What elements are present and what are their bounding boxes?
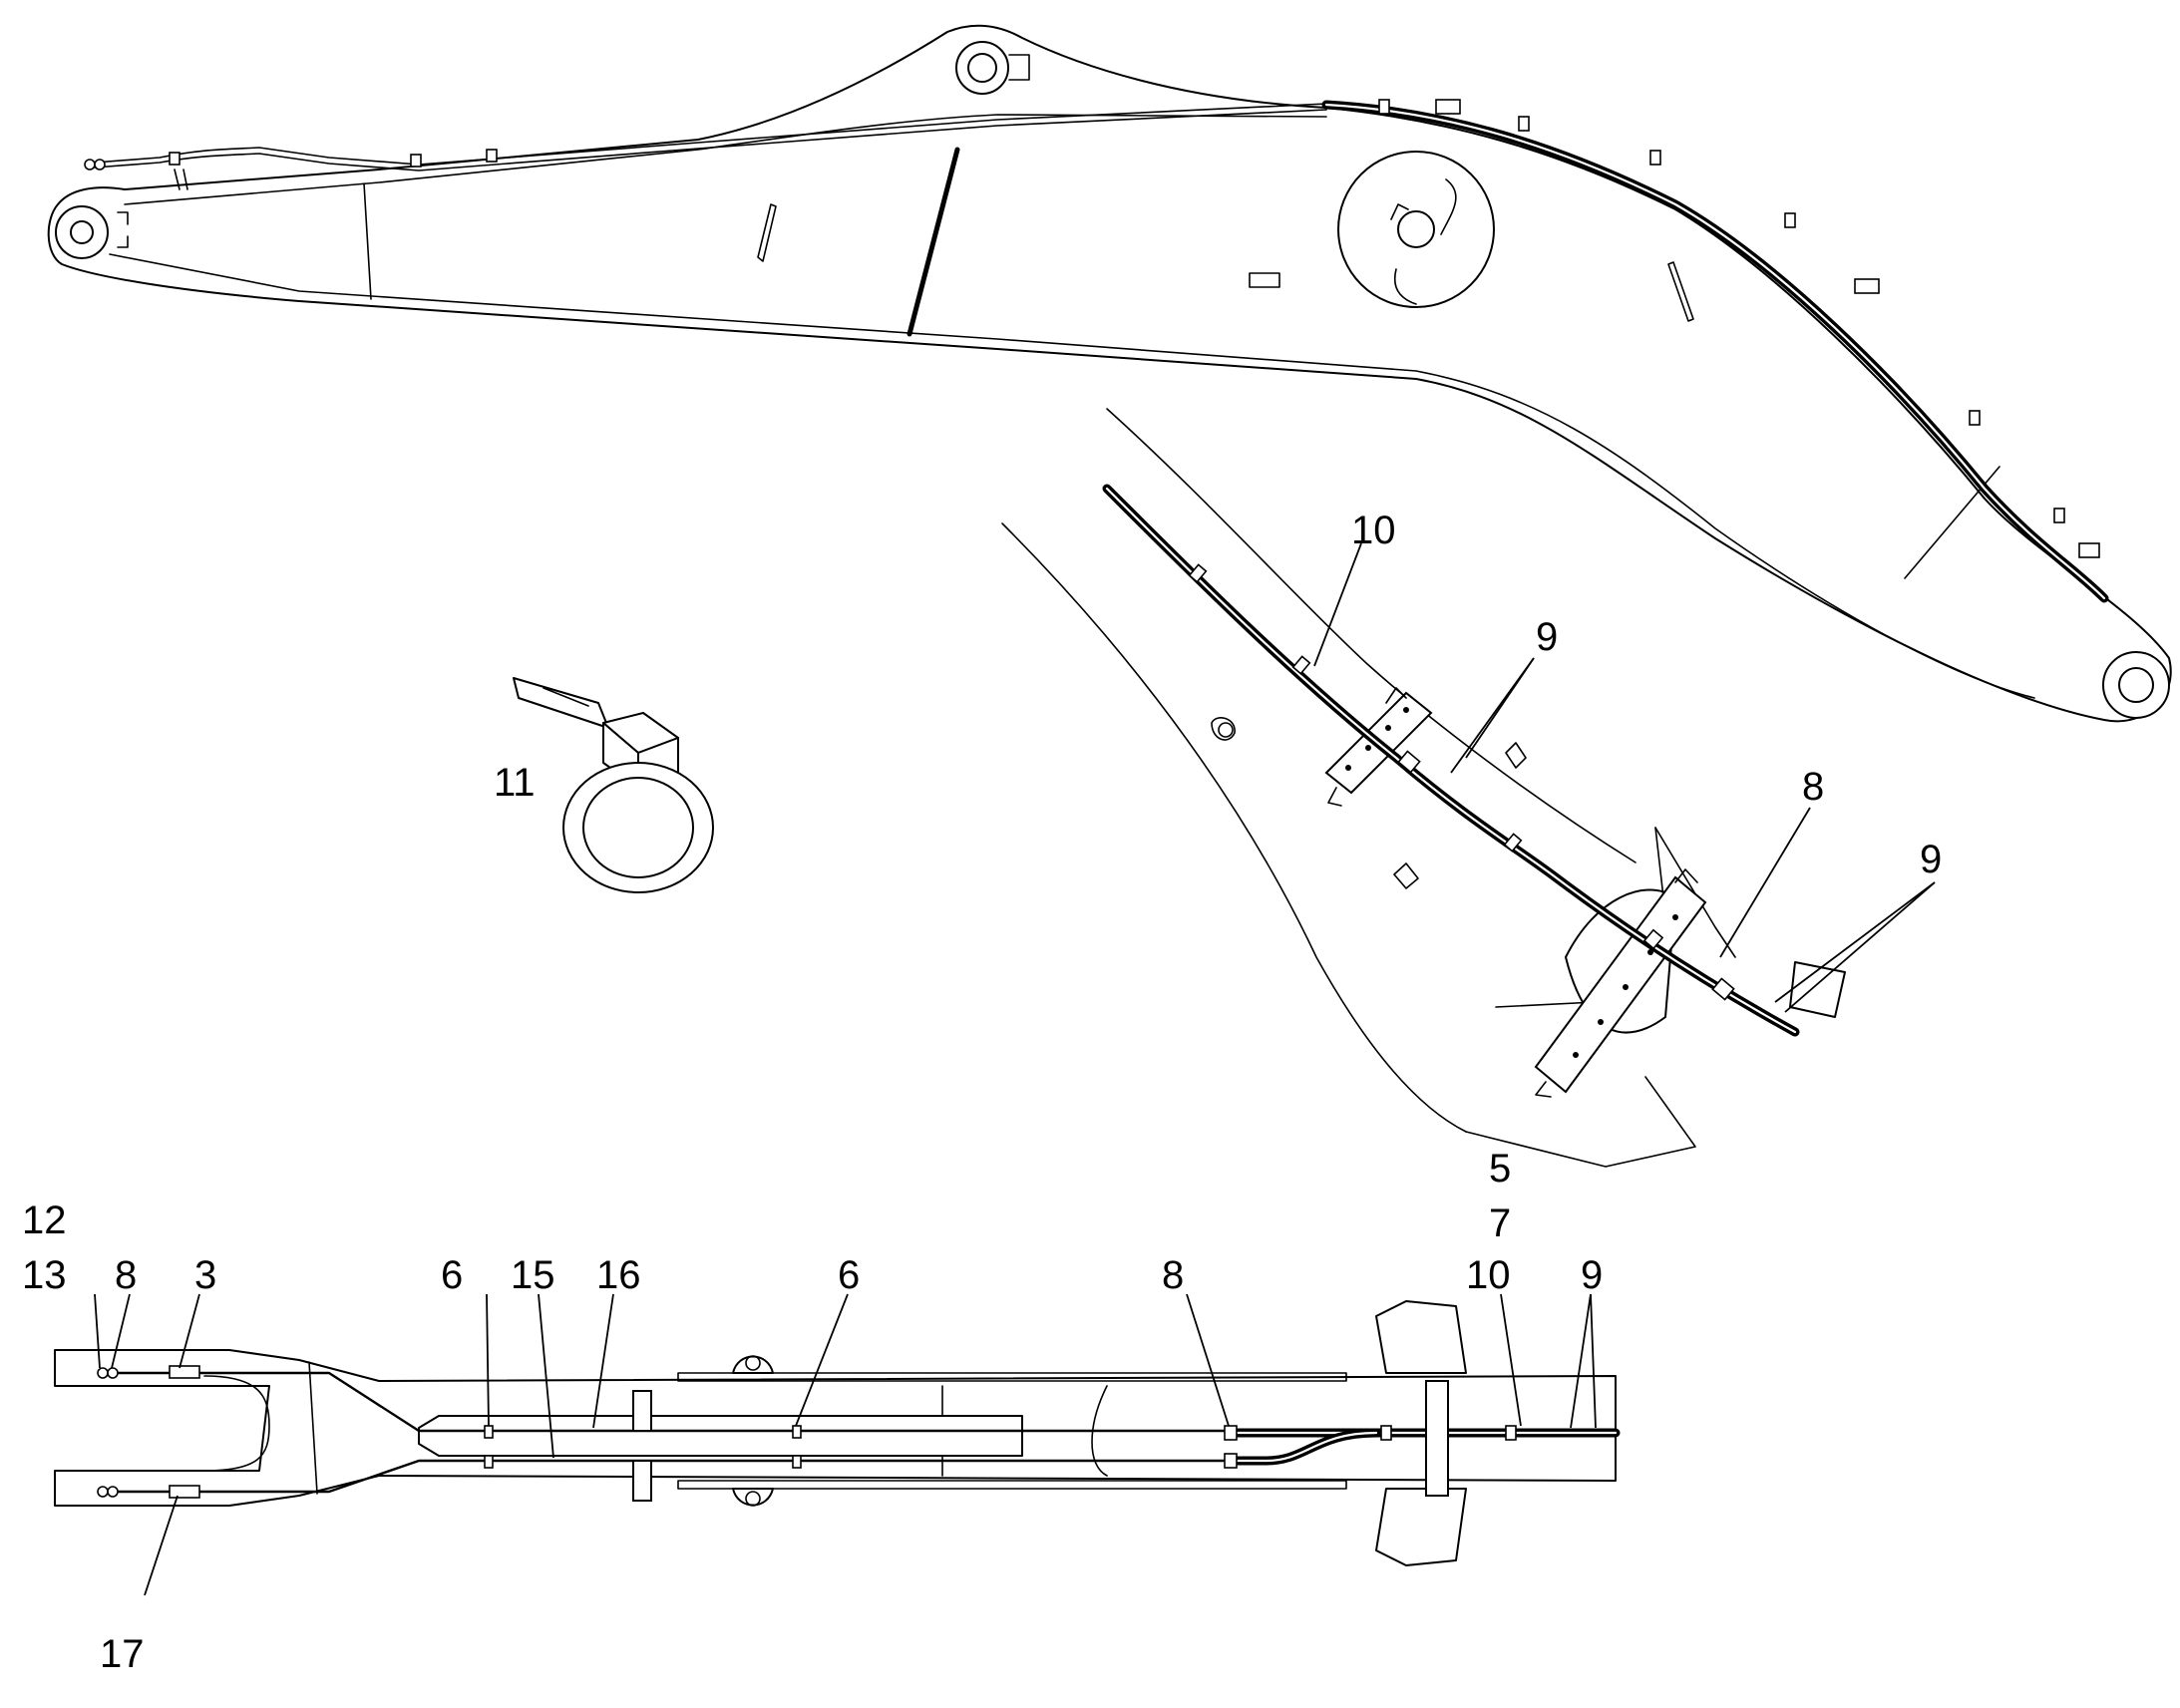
callout-5: 5	[1489, 1147, 1511, 1191]
callout-3: 3	[194, 1253, 216, 1297]
boom-plan-view	[54, 1300, 1621, 1566]
detail-plate-lower	[1534, 875, 1707, 1094]
leader-lines	[94, 542, 1936, 1596]
callout-7: 7	[1489, 1201, 1511, 1245]
cable-tie-illustration	[513, 677, 714, 893]
callout-12: 12	[22, 1198, 67, 1242]
callout-9-detail-b: 9	[1920, 838, 1942, 881]
callout-16: 16	[596, 1253, 641, 1297]
foot-pin-hole	[70, 220, 94, 244]
callout-11: 11	[494, 761, 536, 805]
callout-9-detail-a: 9	[1536, 615, 1558, 659]
callout-labels: 10 9 8 9 11 12 13 8 3 6 15 16 6 8 5 7 10…	[22, 509, 1942, 1676]
callout-13: 13	[22, 1253, 67, 1297]
callout-8-right: 8	[1162, 1253, 1184, 1297]
detail-hose	[1102, 484, 1800, 1037]
callout-9-bottom: 9	[1581, 1253, 1603, 1297]
callout-6-left: 6	[441, 1253, 463, 1297]
callout-10-bottom: 10	[1466, 1253, 1511, 1297]
callout-17: 17	[100, 1632, 145, 1676]
callout-8-left: 8	[115, 1253, 137, 1297]
callout-6-right: 6	[838, 1253, 860, 1297]
top-pin-hole	[967, 53, 997, 83]
callout-10-detail: 10	[1351, 509, 1396, 552]
boom-side-outline	[47, 24, 2172, 723]
detail-view-bracket	[1001, 408, 1846, 1168]
boom-side-view	[47, 24, 2172, 723]
arm-pin-hole	[2118, 667, 2154, 703]
callout-15: 15	[511, 1253, 555, 1297]
callout-8-detail: 8	[1802, 765, 1824, 809]
